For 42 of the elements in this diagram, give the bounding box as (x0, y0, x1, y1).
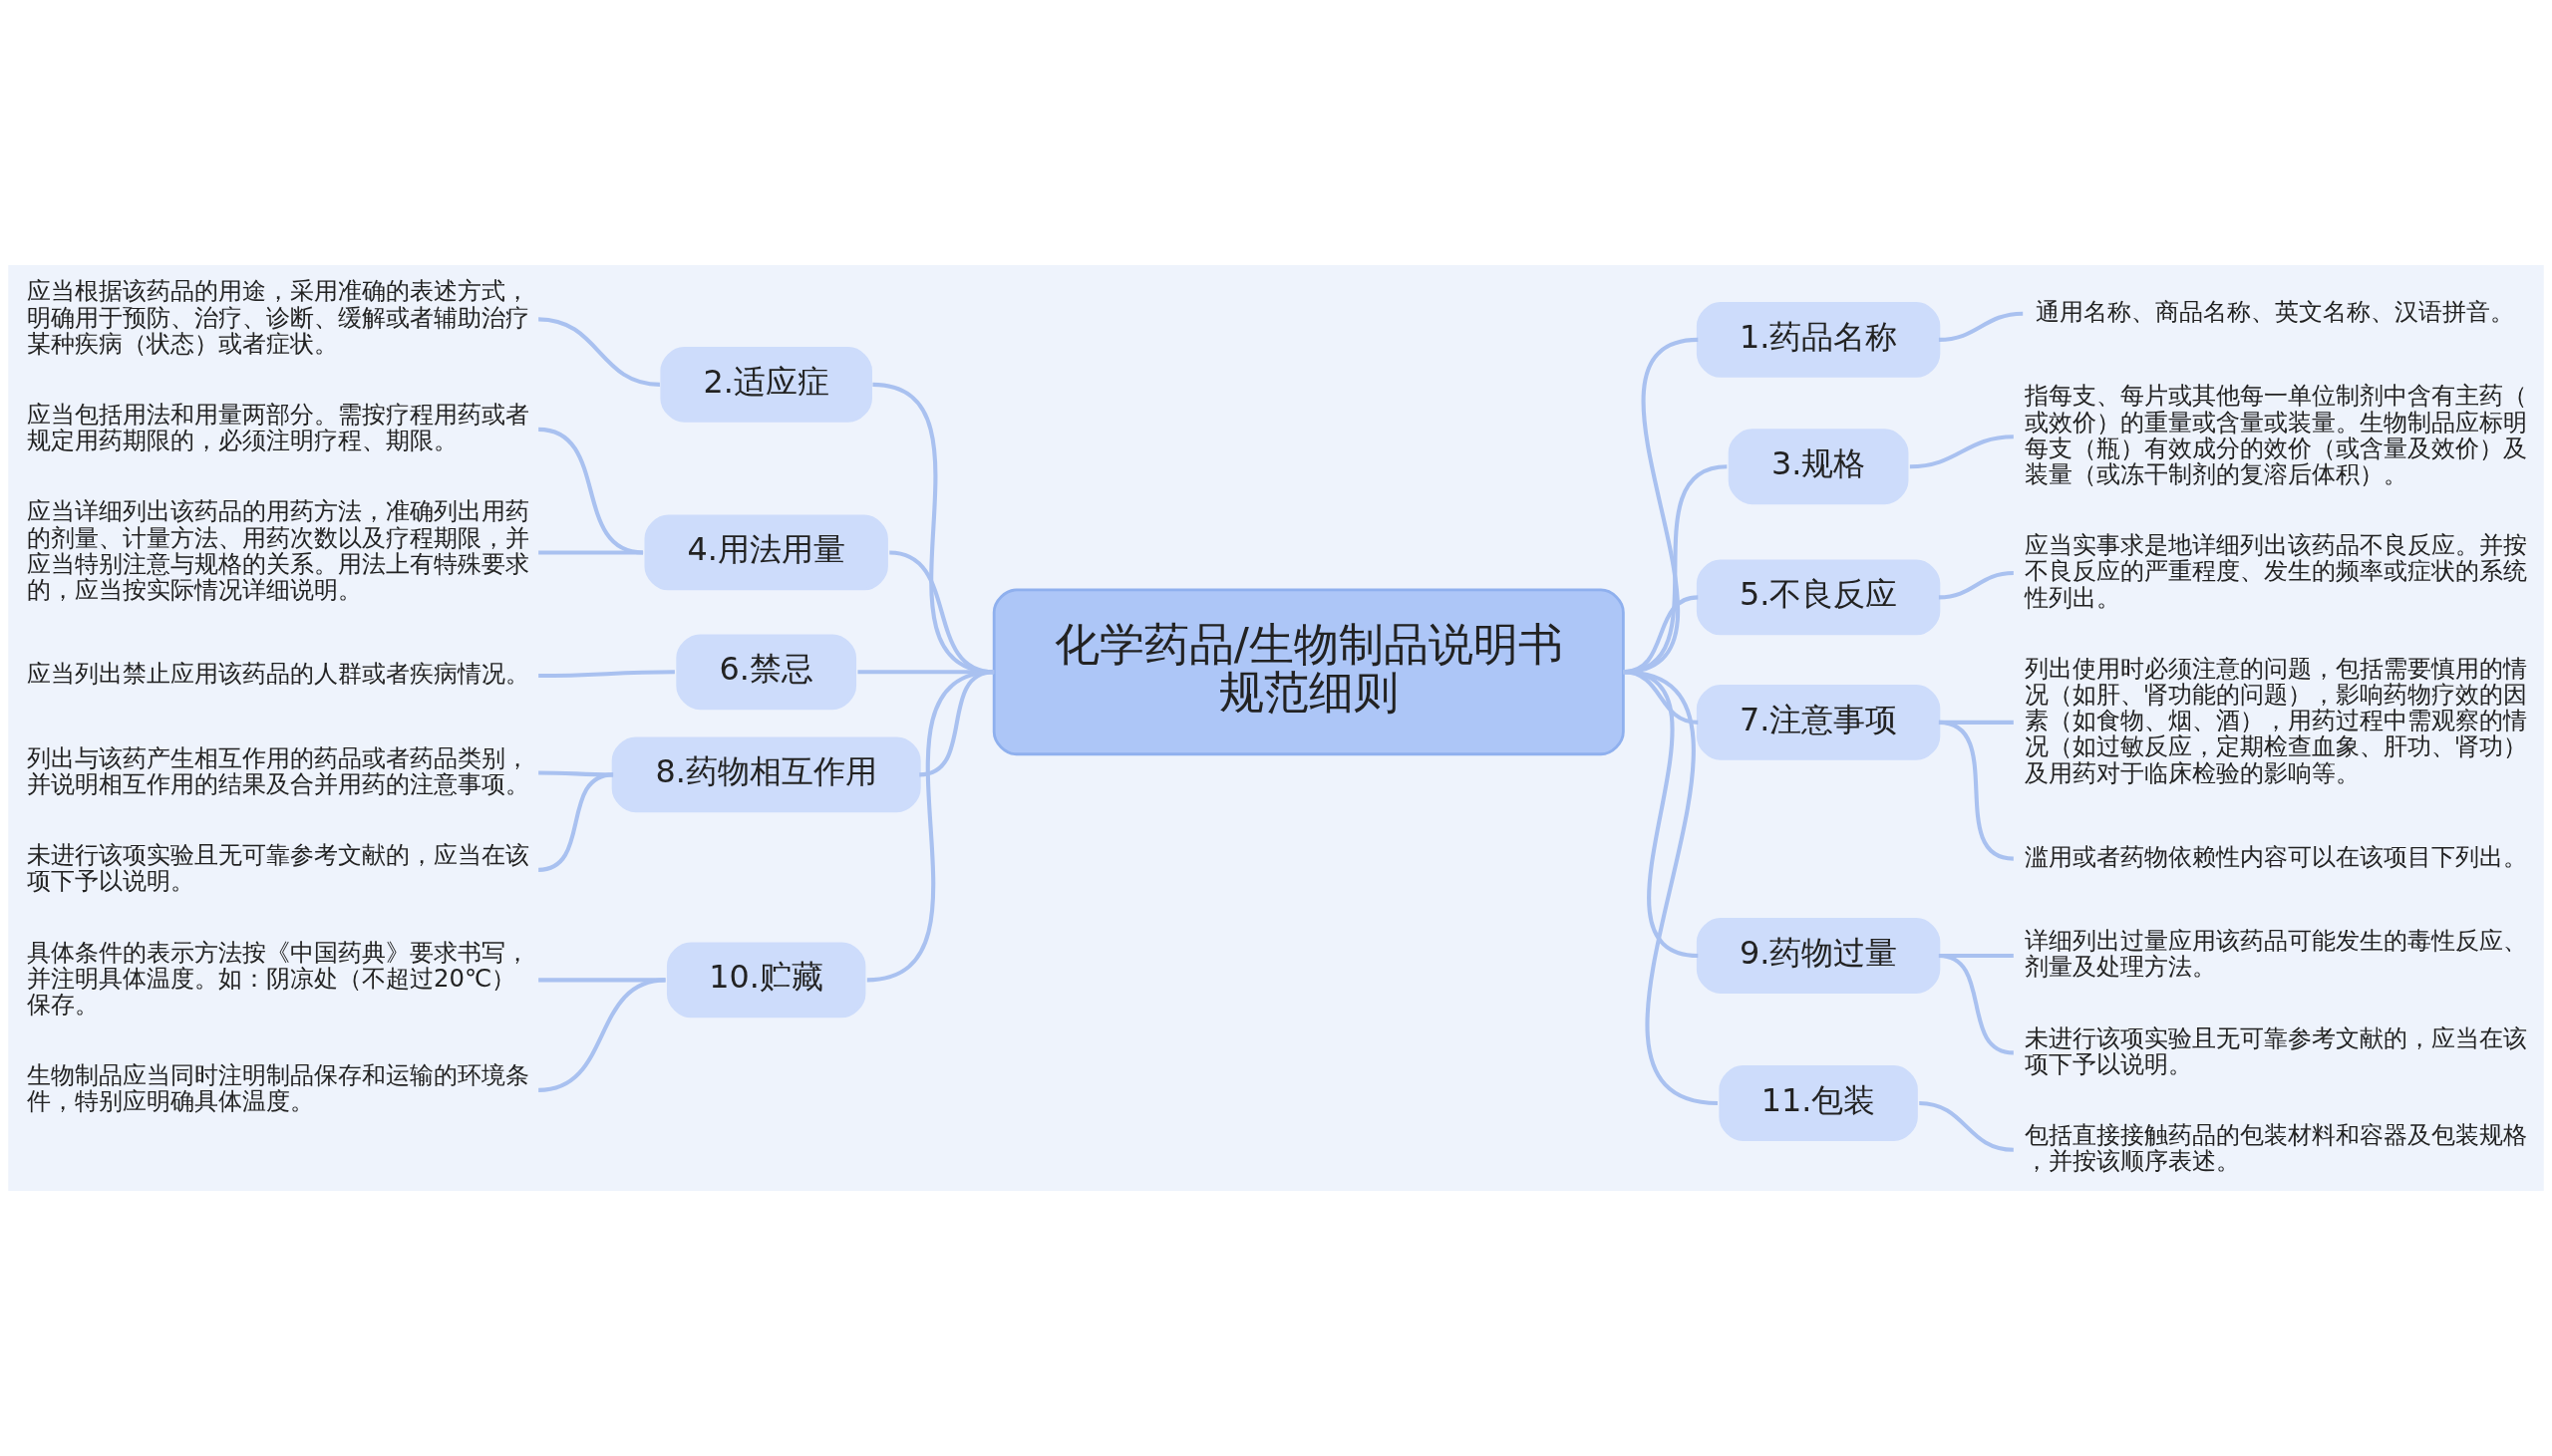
node-box: 5.不良反应 (1696, 559, 1941, 636)
node-box: 9.药物过量 (1696, 918, 1941, 994)
node-text: 应当包括用法和用量两部分。需按疗程用药或者规定用药期限的，必须注明疗程、期限。 (26, 400, 529, 455)
node-box: 1.药品名称 (1696, 302, 1941, 378)
node-text: 应当根据该药品的用途，采用准确的表述方式，明确用于预防、治疗、诊断、缓解或者辅助治疗某种疾病（状态）或者症状。 (26, 276, 529, 358)
node-text: 应当列出禁止应用该药品的人群或者疾病情况。 (26, 659, 529, 689)
connector (538, 550, 644, 555)
node-box: 2.适应症 (660, 346, 872, 423)
node-box: 化学药品/生物制品说明书规范细则 (992, 588, 1625, 756)
node-text: 指每支、每片或其他每一单位制剂中含有主药（或效价）的重量或含量或装量。生物制品应标明每支（瓶）有效成分的效价（或含量及效价）及装量（或冻干制剂的复溶后体积）。 (2025, 381, 2528, 489)
node-box: 8.药物相互作用 (611, 736, 921, 813)
connector (1938, 720, 2015, 861)
connector (1938, 953, 2015, 1055)
connector (537, 978, 666, 1092)
node-text: 列出与该药产生相互作用的药品或者药品类别，并说明相互作用的结果及合并用药的注意事项。 (26, 742, 529, 798)
node-text: 包括直接接触药品的包装材料和容器及包装规格，并按该顺序表述。 (2025, 1120, 2528, 1176)
node-text: 未进行该项实验且无可靠参考文献的，应当在该项下予以说明。 (26, 840, 529, 896)
node-text: 未进行该项实验且无可靠参考文献的，应当在该项下予以说明。 (2025, 1022, 2528, 1078)
node-box: 7.注意事项 (1696, 684, 1941, 760)
node-box: 10.贮藏 (666, 942, 866, 1019)
node-text: 列出使用时必须注意的问题，包括需要慎用的情况（如肝、肾功能的问题），影响药物疗效的因素（如食物、烟、酒），用药过程中需观察的情况（如过敏反应，定期检查血象、肝功、肾功）及用药对于临床检验的影响等。 (2025, 653, 2528, 787)
node-box: 4.用法用量 (644, 514, 888, 591)
connector (1938, 311, 2024, 342)
connector (1938, 571, 2014, 600)
node-text: 通用名称、商品名称、英文名称、汉语拼音。 (2036, 297, 2515, 327)
node-box: 3.规格 (1728, 429, 1909, 505)
node-text: 生物制品应当同时注明制品保存和运输的环境条件，特别应明确具体温度。 (26, 1060, 529, 1116)
connector (1622, 670, 1719, 1105)
connector (866, 670, 995, 983)
connector (538, 670, 675, 679)
connector (1919, 1100, 2014, 1152)
connector (537, 427, 644, 555)
node-text: 具体条件的表示方法按《中国药典》要求书写，并注明具体温度。如：阴凉处（不超过20℃）保存。 (26, 937, 529, 1019)
node-box: 6.禁忌 (676, 634, 857, 711)
node-text: 应当详细列出该药品的用药方法，准确列出用药的剂量、计量方法、用药次数以及疗程期限，并应当特别注意与规格的关系。用法上有特殊要求的，应当按实际情况详细说明。 (26, 496, 529, 605)
node-text: 滥用或者药物依赖性内容可以在该项目下列出。 (2025, 841, 2528, 871)
node-box: 11.包装 (1719, 1065, 1918, 1141)
connector (538, 317, 661, 387)
node-text: 应当实事求是地详细列出该药品不良反应。并按不良反应的严重程度、发生的频率或症状的系统性列出。 (2025, 530, 2528, 612)
connector (537, 772, 614, 872)
connector (1909, 435, 2014, 469)
node-text: 详细列出过量应用该药品可能发生的毒性反应、剂量及处理方法。 (2025, 926, 2528, 982)
